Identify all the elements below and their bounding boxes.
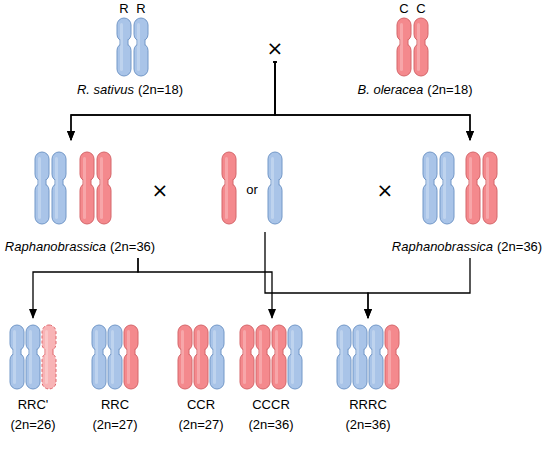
chromosome (108, 325, 122, 389)
arrow-connector (71, 62, 275, 140)
arrow-connector (33, 258, 138, 318)
chromosome (288, 325, 302, 389)
chromosome (178, 325, 192, 389)
genome-label: CCCR (252, 397, 290, 412)
text-row: RRC' (18, 398, 49, 412)
chromosome (97, 152, 111, 224)
ploidy-label: (2n=27) (92, 417, 137, 432)
arrow-connector (71, 62, 277, 140)
genome-group: Raphanobrassica (2n=36) (395, 140, 540, 258)
hybrid-label: Raphanobrassica (392, 239, 493, 254)
chromosome (385, 325, 399, 389)
text-row: R. sativus (2n=18) (77, 83, 183, 97)
chromosome (256, 325, 270, 389)
genome-group: Raphanobrassica (2n=36) (5, 140, 152, 258)
hybrid-label: (2n=36) (497, 239, 542, 254)
genome-letter: R (119, 1, 128, 16)
genome-group: RRRC (2n=36) (330, 318, 406, 438)
chromosome (337, 325, 351, 389)
chromosome (466, 152, 480, 224)
genome-group: CCCR (2n=36) (236, 318, 308, 438)
text-row: C (399, 2, 408, 16)
chromosome (483, 152, 497, 224)
chromosome (210, 325, 224, 389)
chromosome (222, 152, 236, 224)
cross-symbol: × (377, 180, 394, 200)
chromosome (194, 325, 208, 389)
chromosome (124, 325, 138, 389)
genome-group: RRC (2n=27) (84, 318, 148, 438)
cross-symbol: × (267, 38, 284, 58)
text-row: (2n=27) (178, 418, 223, 432)
genome-label: RRC' (18, 397, 49, 412)
genome-group: RR R. sativus (2n=18) (40, 0, 273, 100)
text-row: (2n=27) (92, 418, 137, 432)
text-row: (2n=26) (10, 418, 55, 432)
species-label: R. sativus (77, 82, 134, 97)
genome-group: or (210, 148, 300, 232)
text-row: (2n=36) (248, 418, 293, 432)
genome-letter: C (416, 1, 425, 16)
genome-label: RRC (101, 397, 129, 412)
ploidy-label: (2n=36) (345, 417, 390, 432)
species-label: B. oleracea (358, 82, 424, 97)
chromosome (42, 325, 56, 389)
text-row: CCCR (252, 398, 290, 412)
chromosome (423, 152, 437, 224)
genome-letter: R (136, 1, 145, 16)
arrow-connector (368, 258, 470, 318)
text-row: C (416, 2, 425, 16)
genome-group: RRC' (2n=26) (2, 318, 66, 438)
ploidy-label: (2n=26) (10, 417, 55, 432)
chromosome (26, 325, 40, 389)
genome-group: CC B. oleracea(2n=18) (277, 0, 510, 100)
chromosome (240, 325, 254, 389)
arrow-connector (138, 258, 272, 318)
cross-symbol: × (152, 180, 169, 200)
text-row: Raphanobrassica (2n=36) (5, 240, 155, 254)
ploidy-label: (2n=36) (248, 417, 293, 432)
chromosome (397, 18, 411, 76)
arrow-connector (273, 62, 470, 140)
genome-label: RRRC (349, 397, 387, 412)
arrow-connector (275, 62, 470, 140)
text-row: R (136, 2, 145, 16)
chromosome (353, 325, 367, 389)
chromosome (35, 152, 49, 224)
text-row: Raphanobrassica (2n=36) (392, 240, 542, 254)
hybrid-label: (2n=36) (110, 239, 155, 254)
chromosome (272, 325, 286, 389)
text-row: CCR (187, 398, 215, 412)
chromosome (268, 152, 282, 224)
chromosome (414, 18, 428, 76)
genome-label: CCR (187, 397, 215, 412)
text-row: or (246, 183, 258, 197)
chromosome (369, 325, 383, 389)
chromosome (92, 325, 106, 389)
text-row: (2n=36) (345, 418, 390, 432)
chromosome (117, 18, 131, 76)
species-label: (2n=18) (427, 82, 472, 97)
chromosome (10, 325, 24, 389)
or-label: or (246, 182, 258, 197)
hybrid-label: Raphanobrassica (5, 239, 106, 254)
chromosome (80, 152, 94, 224)
text-row: RRRC (349, 398, 387, 412)
text-row: RRC (101, 398, 129, 412)
text-row: R (119, 2, 128, 16)
genome-letter: C (399, 1, 408, 16)
text-row: B. oleracea(2n=18) (358, 83, 473, 97)
ploidy-label: (2n=27) (178, 417, 223, 432)
genome-group: CCR (2n=27) (168, 318, 234, 438)
species-label: (2n=18) (138, 82, 183, 97)
chromosome (134, 18, 148, 76)
arrow-connector (265, 232, 368, 318)
chromosome (52, 152, 66, 224)
chromosome (440, 152, 454, 224)
